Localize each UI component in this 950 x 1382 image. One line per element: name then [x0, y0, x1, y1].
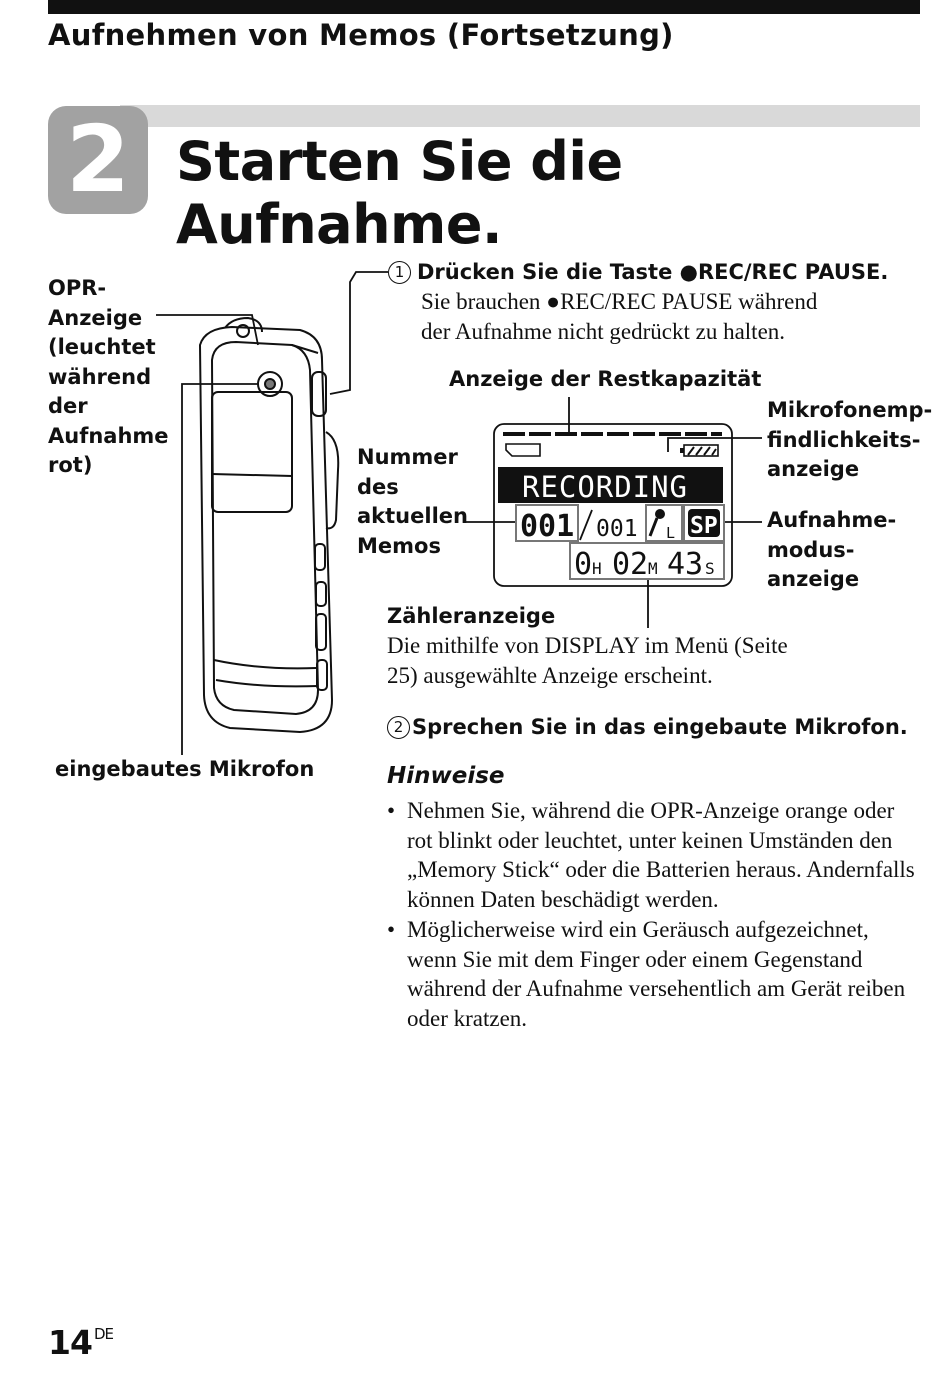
- hints-list: Nehmen Sie, während die OPR-Anzeige oran…: [387, 796, 917, 1034]
- rec-mode-value: SP: [690, 513, 718, 539]
- step-title: Starten Sie die Aufnahme.: [176, 130, 623, 256]
- time-minutes: 02: [612, 547, 648, 582]
- microphone-icon: [648, 509, 665, 537]
- rec-mode-label: Aufnahme-modus-anzeige: [767, 508, 897, 591]
- time-seconds-unit: S: [705, 559, 715, 578]
- recording-text: RECORDING: [522, 470, 687, 504]
- step-number-badge: 2: [48, 106, 148, 214]
- mic-level: L: [666, 524, 675, 542]
- counter-label: Zähleranzeige: [387, 604, 556, 628]
- memo-current: 001: [520, 509, 574, 544]
- list-item: Möglicherweise wird ein Geräusch aufgeze…: [387, 915, 917, 1034]
- time-minutes-unit: M: [648, 559, 658, 578]
- memory-stick-icon: [505, 443, 541, 457]
- recording-bar: [498, 467, 723, 503]
- battery-icon: [680, 444, 719, 457]
- instruction-step-1-body: Sie brauchen ●REC/REC PAUSE während der …: [421, 289, 818, 344]
- list-item: Nehmen Sie, während die OPR-Anzeige oran…: [387, 796, 917, 915]
- memo-total: 001: [596, 516, 638, 542]
- time-hours: 0: [574, 547, 592, 582]
- remaining-capacity-label: Anzeige der Restkapazität: [449, 367, 762, 391]
- builtin-mic-label: eingebautes Mikrofon: [55, 757, 315, 781]
- section-header: Aufnehmen von Memos (Fortsetzung): [48, 18, 674, 52]
- counter-description: Die mithilfe von DISPLAY im Menü (Seite …: [387, 633, 788, 688]
- top-rule: [48, 0, 920, 14]
- time-seconds: 43: [667, 547, 703, 582]
- step-banner-bar: [120, 105, 920, 127]
- hints-title: Hinweise: [387, 763, 505, 789]
- mic-sensitivity-label: Mikrofonemp-findlichkeits-anzeige: [767, 398, 933, 481]
- time-hours-unit: H: [592, 559, 602, 578]
